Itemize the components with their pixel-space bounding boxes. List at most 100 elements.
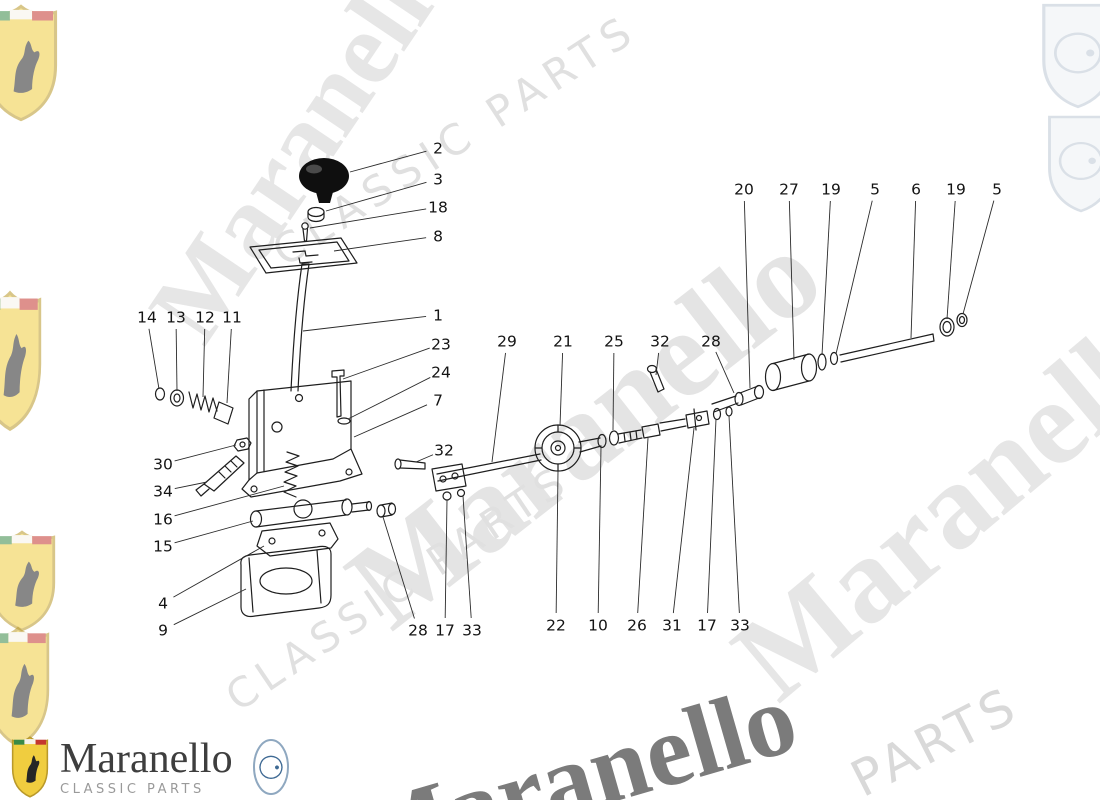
callout-leader-line: [302, 315, 427, 332]
shift-lever: [290, 263, 310, 392]
callout-leader-line: [342, 347, 430, 380]
callout-leader-line: [444, 499, 448, 619]
callout-leader-line: [174, 444, 237, 462]
callout-leader-line: [655, 352, 660, 376]
rod-linkage: [597, 406, 733, 449]
callout-leader-line: [349, 150, 427, 173]
callout-leader-line: [174, 485, 285, 517]
brand-name: Maranello: [60, 735, 233, 782]
diagram-line-art: [154, 158, 968, 618]
callout-leader-line: [612, 352, 615, 431]
callout-leader-line: [347, 377, 431, 420]
part-callout-14: 14: [137, 309, 157, 327]
part-callout-9: 9: [158, 622, 168, 640]
callout-leader-line: [597, 446, 602, 614]
callout-leader-line: [728, 415, 740, 614]
housing-washer: [337, 417, 351, 425]
callout-leader-line: [788, 200, 795, 361]
callout-leader-line: [174, 481, 208, 490]
part-callout-15: 15: [153, 538, 173, 556]
part-callout-24: 24: [431, 364, 451, 382]
part-callout-21: 21: [553, 333, 573, 351]
part-callout-32: 32: [434, 442, 454, 460]
callout-leader-line: [148, 328, 160, 390]
part-callout-20: 20: [734, 181, 754, 199]
callout-leader-line: [175, 328, 178, 392]
callout-leader-lines: [148, 150, 995, 626]
callout-leader-line: [415, 454, 434, 463]
shift-knob: [299, 158, 349, 203]
part-callout-33: 33: [730, 617, 750, 635]
reverse-switch: [195, 455, 245, 497]
part-callout-28: 28: [701, 333, 721, 351]
callout-leader-line: [910, 200, 917, 339]
part-callout-28: 28: [408, 622, 428, 640]
part-callout-5: 5: [992, 181, 1002, 199]
callout-leader-line: [226, 328, 232, 404]
damper-disc: [534, 424, 602, 472]
part-callout-27: 27: [779, 181, 799, 199]
part-callout-8: 8: [433, 228, 443, 246]
housing-bolt: [331, 369, 345, 418]
part-callout-22: 22: [546, 617, 566, 635]
part-callout-29: 29: [497, 333, 517, 351]
part-callout-33: 33: [462, 622, 482, 640]
callout-leader-line: [821, 200, 831, 356]
control-rod-front: [394, 453, 542, 501]
gate-screw: [301, 222, 309, 242]
part-callout-16: 16: [153, 511, 173, 529]
knob-lock-nut: [307, 206, 325, 223]
callout-leader-line: [333, 237, 427, 252]
part-callout-23: 23: [431, 336, 451, 354]
part-callout-25: 25: [604, 333, 624, 351]
part-callout-6: 6: [911, 181, 921, 199]
part-callout-30: 30: [153, 456, 173, 474]
part-callout-17: 17: [697, 617, 717, 635]
brand-text-block: Maranello CLASSIC PARTS: [60, 737, 233, 797]
maserati-trident-icon: ⚆: [252, 739, 289, 795]
shift-gate-plate: [249, 237, 358, 274]
callout-leader-line: [672, 427, 695, 614]
part-callout-12: 12: [195, 309, 215, 327]
part-callout-26: 26: [627, 617, 647, 635]
callout-leader-line: [173, 588, 247, 626]
callout-leader-line: [555, 470, 559, 614]
link-bushing: [376, 502, 397, 518]
part-callout-1: 1: [433, 307, 443, 325]
callout-leader-line: [309, 208, 427, 229]
callout-leader-line: [559, 352, 564, 427]
callout-leader-line: [707, 418, 717, 614]
callout-leader-line: [491, 352, 506, 463]
return-spring: [283, 451, 300, 498]
clevis-bolt: [646, 364, 665, 393]
mount-bracket: [256, 522, 339, 557]
part-callout-19: 19: [821, 181, 841, 199]
callout-leader-line: [962, 200, 995, 315]
callout-leader-line: [325, 181, 427, 212]
brand-tagline: CLASSIC PARTS: [60, 782, 205, 798]
part-callout-13: 13: [166, 309, 186, 327]
callout-leader-line: [946, 200, 956, 320]
part-callout-3: 3: [433, 171, 443, 189]
callout-leader-line: [835, 200, 873, 355]
rod-rear-parts: [817, 312, 968, 371]
svg-text:⚆: ⚆: [256, 749, 285, 787]
part-callout-31: 31: [662, 617, 682, 635]
part-callout-10: 10: [588, 617, 608, 635]
ball-link-arm: [249, 498, 373, 528]
part-callout-4: 4: [158, 595, 168, 613]
rear-coupling: [711, 384, 765, 413]
part-callout-34: 34: [153, 483, 173, 501]
part-callout-18: 18: [428, 199, 448, 217]
callout-leader-line: [462, 495, 472, 619]
footer-brand-bar: Maranello CLASSIC PARTS ⚆: [10, 736, 291, 798]
part-callout-5: 5: [870, 181, 880, 199]
part-callout-11: 11: [222, 309, 242, 327]
part-callout-7: 7: [433, 392, 443, 410]
callout-leader-line: [173, 545, 265, 598]
callout-leader-line: [202, 328, 206, 398]
callout-leader-line: [715, 351, 735, 394]
